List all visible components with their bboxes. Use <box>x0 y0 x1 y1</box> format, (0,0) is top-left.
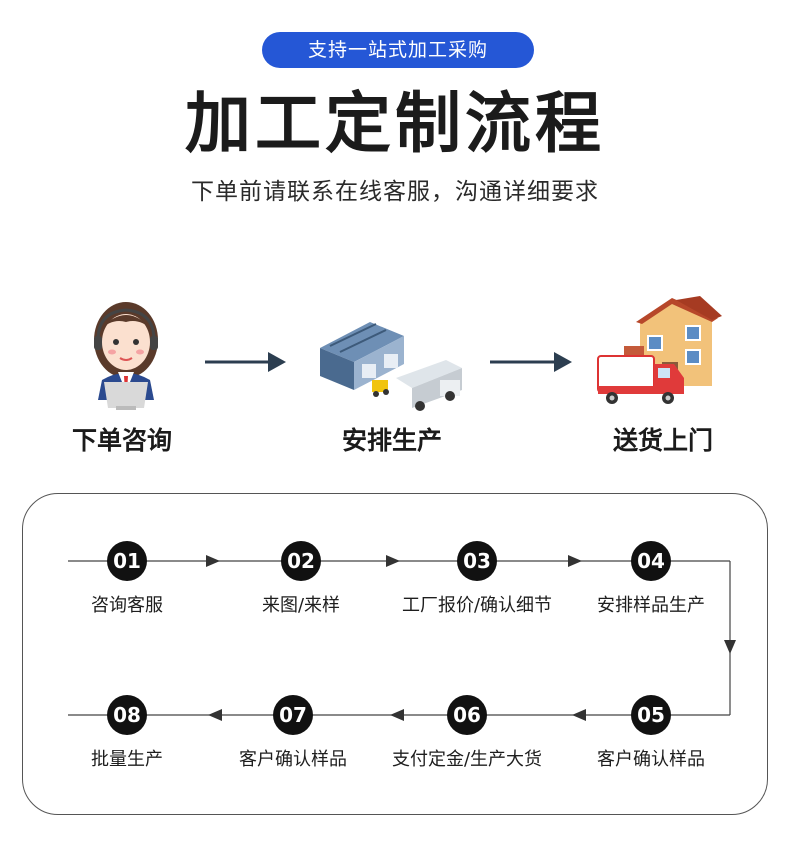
step-badge-08: 08 <box>107 695 147 735</box>
header-pill: 支持一站式加工采购 <box>262 32 534 68</box>
step-badge-01: 01 <box>107 541 147 581</box>
stage-label-production: 安排生产 <box>341 426 442 455</box>
step-label-04: 安排样品生产 <box>597 595 705 616</box>
step-label-08: 批量生产 <box>91 749 163 770</box>
delivery-icon <box>597 296 722 404</box>
process-panel <box>22 493 768 815</box>
arrow-left-icon <box>208 709 222 721</box>
arrow-down-icon <box>724 640 736 654</box>
step-badge-06: 06 <box>447 695 487 735</box>
step-label-01: 咨询客服 <box>91 595 163 616</box>
factory-icon <box>320 322 462 411</box>
arrow-left-icon <box>390 709 404 721</box>
step-label-03: 工厂报价/确认细节 <box>401 595 553 616</box>
stage-label-delivery: 送货上门 <box>612 426 713 455</box>
flow-arrow-2 <box>490 352 572 372</box>
arrow-right-icon <box>386 555 400 567</box>
step-badge-03: 03 <box>457 541 497 581</box>
arrow-right-icon <box>206 555 220 567</box>
arrow-left-icon <box>572 709 586 721</box>
customer-service-icon <box>94 302 158 410</box>
step-label-06: 支付定金/生产大货 <box>391 749 543 770</box>
flow-arrow-1 <box>205 352 286 372</box>
step-badge-05: 05 <box>631 695 671 735</box>
step-label-05: 客户确认样品 <box>597 749 705 770</box>
stage-label-consult: 下单咨询 <box>71 426 172 455</box>
arrow-right-icon <box>568 555 582 567</box>
step-badge-04: 04 <box>631 541 671 581</box>
step-label-02: 来图/来样 <box>261 595 341 616</box>
page-title: 加工定制流程 <box>185 85 605 162</box>
step-badge-07: 07 <box>273 695 313 735</box>
page-subtitle: 下单前请联系在线客服，沟通详细要求 <box>191 179 599 205</box>
step-badge-02: 02 <box>281 541 321 581</box>
step-label-07: 客户确认样品 <box>239 749 347 770</box>
